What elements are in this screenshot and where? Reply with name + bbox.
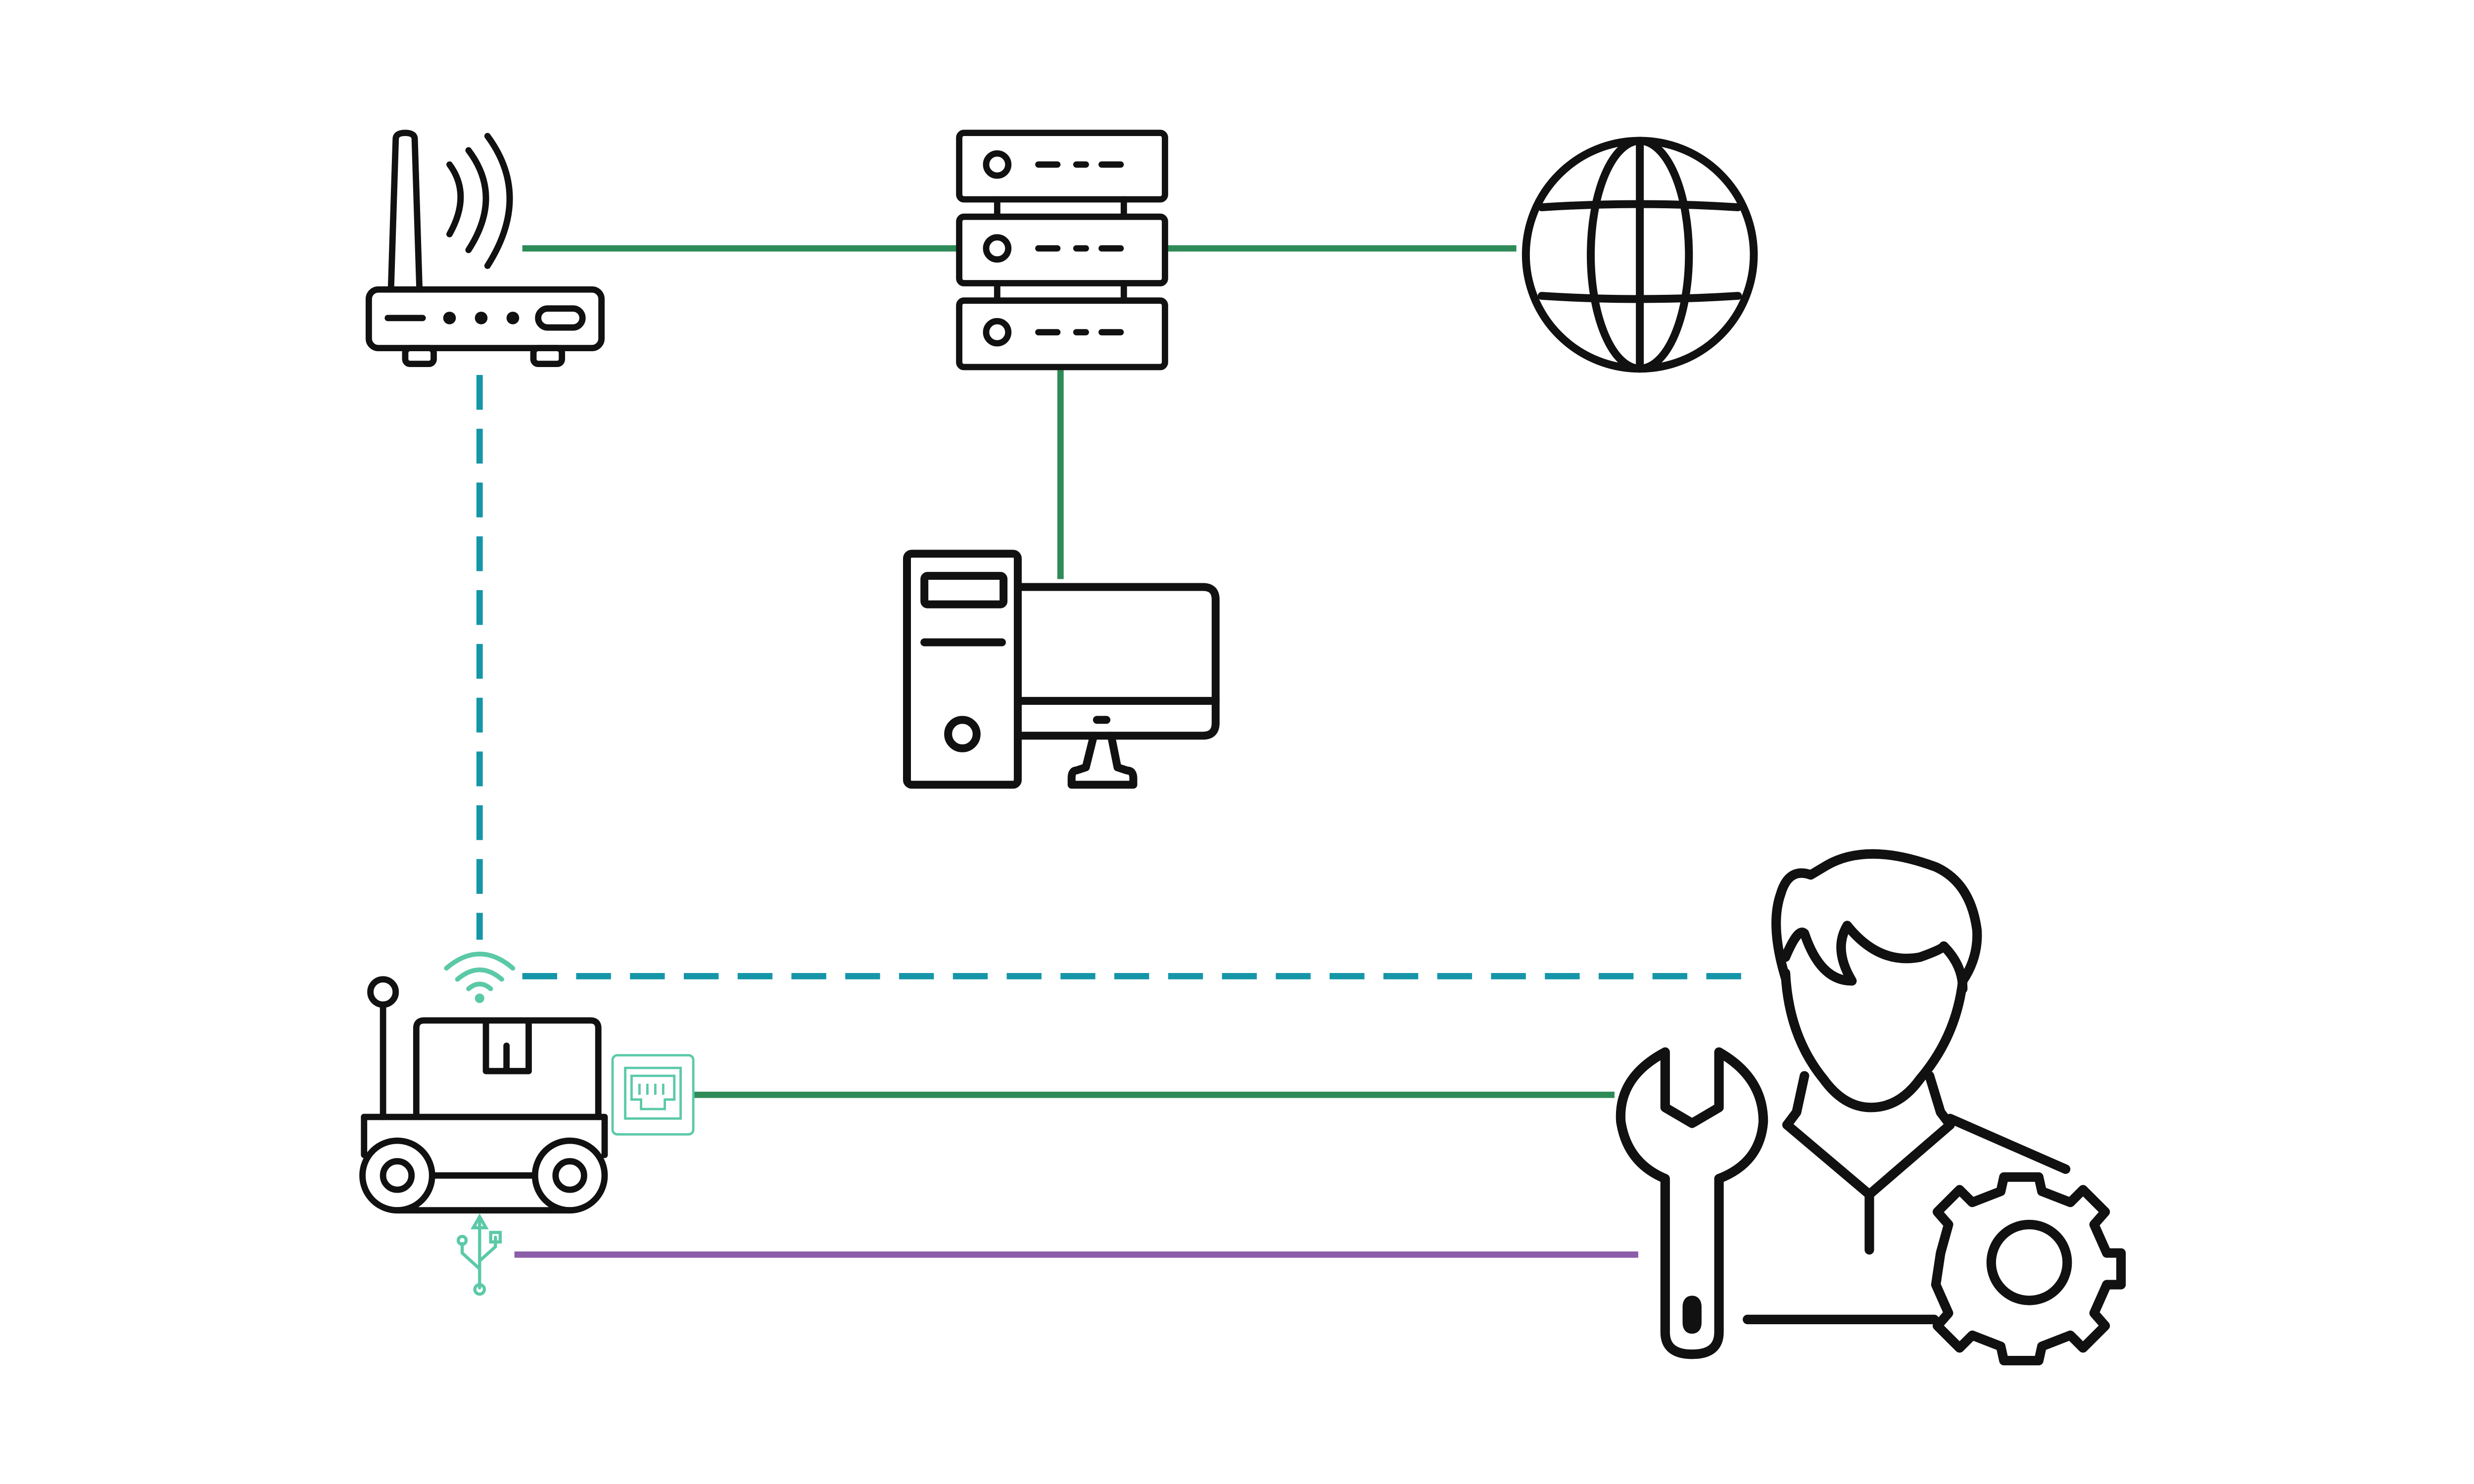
- usb-icon: [456, 1213, 502, 1296]
- server-rack-icon: [956, 130, 1168, 371]
- globe-icon: [1522, 137, 1758, 373]
- delivery-robot-icon: [359, 976, 608, 1214]
- wifi-signal-icon: [444, 951, 516, 1003]
- ethernet-port-icon: [611, 1054, 695, 1136]
- desktop-computer-icon: [903, 550, 1220, 789]
- technician-icon: [1616, 849, 2126, 1366]
- wifi-router-icon: [365, 130, 605, 368]
